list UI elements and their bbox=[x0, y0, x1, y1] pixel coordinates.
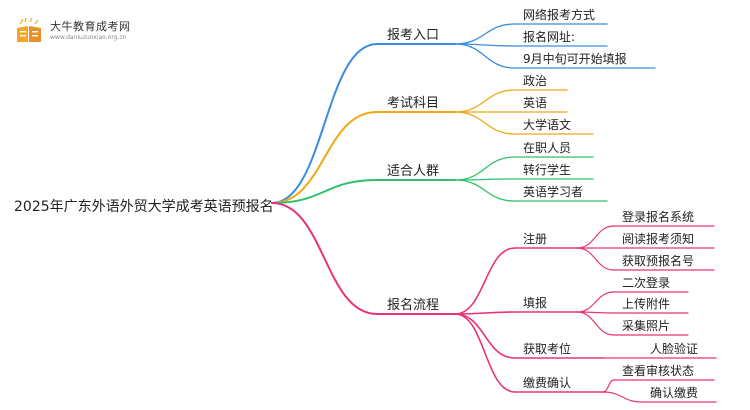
sub-2: 获取考位 bbox=[523, 341, 571, 356]
sub-leaf-1-2: 采集照片 bbox=[622, 318, 670, 333]
sub-leaf-0-0: 登录报名系统 bbox=[622, 209, 694, 224]
sub-leaf-connector-1-2 bbox=[576, 311, 615, 336]
leaf-2-0: 在职人员 bbox=[523, 141, 571, 155]
branch-connector-3 bbox=[271, 202, 378, 315]
sub-connector-2 bbox=[454, 313, 516, 359]
sub-connector-0 bbox=[454, 247, 516, 315]
sub-leaf-1-1: 上传附件 bbox=[622, 296, 670, 311]
sub-leaf-1-0: 二次登录 bbox=[622, 275, 670, 290]
sub-leaf-3-1: 确认缴费 bbox=[650, 385, 698, 400]
logo-url: www.daniuzuoxiao.org.cn bbox=[50, 34, 127, 41]
leaf-connector-2-2 bbox=[454, 179, 516, 202]
leaf-connector-2-0 bbox=[454, 156, 516, 181]
sub-3: 缴费确认 bbox=[523, 375, 571, 390]
sub-leaf-connector-3-0 bbox=[602, 379, 615, 393]
leaf-2-2: 英语学习者 bbox=[523, 184, 583, 199]
branch-connector-2 bbox=[271, 179, 378, 204]
leaf-1-1: 英语 bbox=[523, 96, 547, 110]
sub-leaf-connector-3-1 bbox=[602, 391, 643, 403]
leaf-1-2: 大学语文 bbox=[523, 117, 571, 132]
sub-connector-1 bbox=[454, 311, 516, 315]
leaf-0-1: 报名网址: bbox=[523, 29, 575, 44]
sub-connector-3 bbox=[454, 313, 516, 393]
logo-book-icon bbox=[14, 17, 44, 44]
leaf-connector-1-2 bbox=[454, 111, 516, 135]
logo-name: 大牛教育成考网 bbox=[50, 20, 131, 33]
sub-leaf-connector-1-0 bbox=[576, 291, 615, 313]
branch-3: 报名流程 bbox=[387, 297, 439, 313]
sub-leaf-connector-0-2 bbox=[576, 247, 615, 271]
sub-leaf-2-0: 人脸验证 bbox=[650, 341, 698, 356]
leaf-0-0: 网络报考方式 bbox=[523, 7, 595, 22]
branch-connector-0 bbox=[271, 43, 378, 204]
sub-leaf-connector-0-0 bbox=[576, 225, 615, 249]
leaf-0-2: 9月中旬可开始填报 bbox=[523, 51, 627, 66]
leaf-connector-0-2 bbox=[454, 43, 516, 69]
leaf-2-1: 转行学生 bbox=[523, 162, 571, 177]
sub-0: 注册 bbox=[523, 231, 547, 246]
site-logo[interactable]: 大牛教育成考网 www.daniuzuoxiao.org.cn bbox=[14, 17, 131, 44]
sub-leaf-0-1: 阅读报考须知 bbox=[622, 231, 694, 246]
leaf-connector-1-0 bbox=[454, 89, 516, 113]
leaf-1-0: 政治 bbox=[523, 74, 547, 88]
sub-leaf-0-2: 获取预报名号 bbox=[622, 253, 694, 268]
branch-connector-1 bbox=[271, 111, 378, 204]
branch-0: 报考入口 bbox=[387, 28, 439, 43]
branch-1: 考试科目 bbox=[387, 96, 439, 111]
leaf-connector-0-0 bbox=[454, 23, 516, 45]
sub-leaf-3-0: 查看审核状态 bbox=[622, 363, 694, 378]
branch-2: 适合人群 bbox=[387, 164, 439, 179]
root-topic: 2025年广东外语外贸大学成考英语预报名 bbox=[14, 198, 274, 215]
sub-1: 填报 bbox=[523, 295, 547, 310]
